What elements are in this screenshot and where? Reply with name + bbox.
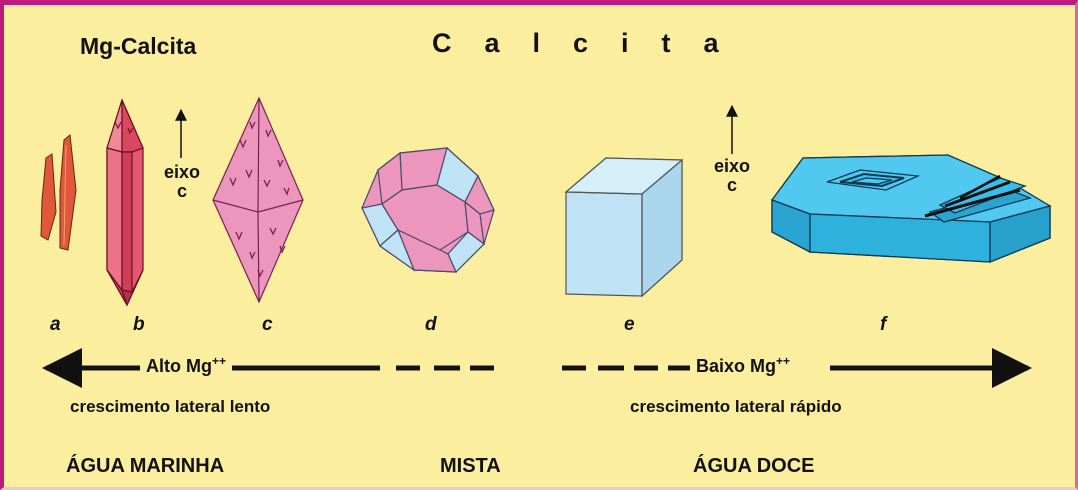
marine-water-label: ÁGUA MARINHA (66, 455, 225, 477)
high-mg-superscript: ++ (211, 354, 226, 368)
crystal-a-shape (40, 134, 77, 251)
c-axis-label-right: eixo c (707, 157, 757, 195)
crystal-label-c: c (262, 314, 273, 335)
low-mg-superscript: ++ (776, 354, 791, 368)
mixed-water-label: MISTA (440, 455, 501, 477)
crystal-label-b: b (133, 314, 145, 335)
low-mg-text: Baixo Mg (696, 356, 777, 376)
crystal-e-shape (564, 157, 684, 298)
crystal-label-a: a (50, 314, 61, 335)
high-mg-text: Alto Mg (146, 356, 212, 376)
crystal-c-shape (212, 96, 304, 304)
slow-growth-label: crescimento lateral lento (70, 397, 271, 416)
c-axis-label-left: eixo c (157, 163, 207, 201)
fast-growth-label: crescimento lateral rápido (630, 397, 842, 416)
crystal-label-d: d (425, 314, 437, 335)
low-mg-label: Baixo Mg++ (690, 354, 797, 377)
axis-label-line1: eixo (163, 162, 201, 182)
high-mg-label: Alto Mg++ (140, 354, 232, 377)
axis-label-line1: eixo (713, 156, 751, 176)
crystal-f-shape (770, 154, 1052, 263)
mg-calcite-title: Mg-Calcita (80, 33, 197, 59)
axis-label-line2: c (726, 175, 737, 195)
axis-label-line2: c (176, 181, 187, 201)
crystal-label-e: e (624, 314, 635, 335)
crystal-label-f: f (880, 314, 887, 335)
calcite-title: Calcita (432, 28, 752, 58)
fresh-water-label: ÁGUA DOCE (693, 455, 815, 477)
crystal-b-shape (106, 98, 144, 307)
crystal-d-shape (361, 146, 495, 274)
